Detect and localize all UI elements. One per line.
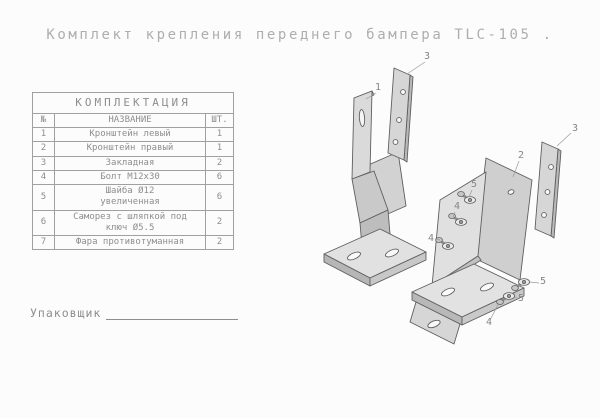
left-bracket-drawing bbox=[323, 90, 427, 287]
plate-hole bbox=[544, 189, 551, 195]
leader-line bbox=[529, 281, 540, 284]
callouts: 1 3 3 2 5 4 4 5 5 4 bbox=[375, 51, 578, 328]
row-number: 7 bbox=[32, 234, 55, 251]
callout-label: 4 bbox=[454, 201, 460, 212]
right-bracket-hole bbox=[507, 189, 515, 195]
bolt-head bbox=[511, 285, 519, 291]
part-qty: 6 bbox=[205, 184, 234, 211]
row-number: 6 bbox=[32, 209, 55, 236]
part-name: Закладная bbox=[54, 155, 206, 171]
leader-lines bbox=[365, 61, 572, 321]
row-number: 3 bbox=[32, 155, 55, 171]
column-header-num: № bbox=[32, 112, 55, 129]
callout-label: 2 bbox=[518, 150, 524, 161]
washer-hole bbox=[467, 197, 472, 202]
part-qty: 1 bbox=[205, 126, 234, 143]
table-row: 1 Кронштейн левый 1 bbox=[32, 126, 234, 143]
right-bracket-base-slot bbox=[480, 282, 494, 292]
table-row: 2 Кронштейн правый 1 bbox=[32, 141, 234, 157]
left-bracket-arm-slot bbox=[358, 109, 366, 127]
column-header-qty: ШТ. bbox=[205, 112, 234, 129]
left-bracket-base-edge-right bbox=[369, 251, 427, 287]
part-name: Шайба Ø12 увеличенная bbox=[54, 184, 206, 211]
left-bracket-base-slot bbox=[347, 251, 361, 261]
bolt-washer-assembly bbox=[448, 213, 467, 226]
table-row: 3 Закладная 2 bbox=[32, 155, 234, 171]
part-name: Саморез с шляпкой под ключ Ø5.5 bbox=[54, 209, 206, 236]
callout-label: 5 bbox=[518, 293, 524, 304]
left-bracket-arm bbox=[351, 90, 373, 180]
table-title-row: КОМПЛЕКТАЦИЯ bbox=[32, 92, 234, 114]
table-row: 4 Болт М12х30 6 bbox=[32, 169, 234, 186]
callout-label: 5 bbox=[471, 179, 477, 190]
packer-signature-line bbox=[106, 306, 239, 320]
table-row: 5 Шайба Ø12 увеличенная 6 bbox=[32, 184, 234, 211]
leader-line bbox=[514, 296, 519, 300]
leader-line bbox=[452, 211, 456, 218]
packer-row: Упаковщик bbox=[30, 306, 239, 320]
callout-label: 4 bbox=[428, 233, 434, 244]
washer-hole bbox=[458, 219, 463, 224]
table-row: 7 Фара противотуманная 2 bbox=[32, 234, 234, 251]
bolt-washer-assembly bbox=[496, 292, 515, 305]
bolt-washer-assembly bbox=[511, 278, 530, 291]
callout-label: 1 bbox=[375, 82, 381, 93]
leader-line bbox=[406, 61, 426, 75]
row-number: 2 bbox=[32, 141, 55, 157]
callout-label: 5 bbox=[540, 276, 546, 287]
callout-label: 3 bbox=[424, 51, 430, 62]
callout-label: 4 bbox=[486, 317, 492, 328]
washer-hole bbox=[521, 279, 526, 284]
sheet-title: Комплект крепления переднего бампера TLC… bbox=[46, 27, 554, 43]
plate-hole bbox=[392, 139, 399, 145]
embed-plate-left bbox=[387, 67, 414, 163]
row-number: 5 bbox=[32, 184, 55, 211]
leader-line bbox=[468, 189, 473, 198]
washer-hole bbox=[506, 293, 511, 298]
parts-table: КОМПЛЕКТАЦИЯ № НАЗВАНИЕ ШТ. 1 Кронштейн … bbox=[32, 92, 234, 251]
plate-hole bbox=[541, 212, 547, 218]
part-qty: 2 bbox=[205, 234, 234, 251]
leader-line bbox=[434, 238, 441, 241]
leader-line bbox=[556, 132, 572, 147]
part-name: Кронштейн правый bbox=[54, 141, 206, 157]
leader-line bbox=[489, 302, 500, 321]
packer-label: Упаковщик bbox=[30, 306, 102, 320]
left-bracket-base-top bbox=[323, 228, 427, 279]
bolt-washer-assembly bbox=[457, 191, 476, 204]
part-qty: 1 bbox=[205, 141, 234, 157]
callout-label: 3 bbox=[572, 123, 578, 134]
part-qty: 6 bbox=[205, 169, 234, 186]
row-number: 1 bbox=[32, 126, 55, 143]
embed-plate-right bbox=[534, 141, 562, 239]
leader-line bbox=[512, 160, 520, 178]
leader-line bbox=[365, 92, 377, 100]
bolt-washer-assembly bbox=[435, 237, 454, 250]
left-bracket-base-slot bbox=[385, 248, 399, 258]
table-row: 6 Саморез с шляпкой под ключ Ø5.5 2 bbox=[32, 209, 234, 236]
part-name: Кронштейн левый bbox=[54, 126, 206, 143]
isometric-drawing: 1 3 3 2 5 4 4 5 5 4 bbox=[323, 51, 578, 345]
plate-hole bbox=[396, 117, 402, 123]
table-header-row: № НАЗВАНИЕ ШТ. bbox=[32, 112, 234, 129]
bolt-head bbox=[457, 191, 465, 197]
plate-hole bbox=[400, 89, 406, 95]
washer-hole bbox=[445, 243, 450, 248]
column-header-name: НАЗВАНИЕ bbox=[54, 112, 206, 129]
row-number: 4 bbox=[32, 169, 55, 186]
right-bracket-base-slot bbox=[441, 287, 455, 297]
plate-hole bbox=[548, 164, 554, 170]
part-qty: 2 bbox=[205, 209, 234, 236]
part-name: Болт М12х30 bbox=[54, 169, 206, 186]
right-bracket-flange-slot bbox=[427, 319, 441, 329]
bolt-head bbox=[496, 299, 504, 305]
part-name: Фара противотуманная bbox=[54, 234, 206, 251]
parts-table-title: КОМПЛЕКТАЦИЯ bbox=[32, 92, 234, 114]
part-qty: 2 bbox=[205, 155, 234, 171]
